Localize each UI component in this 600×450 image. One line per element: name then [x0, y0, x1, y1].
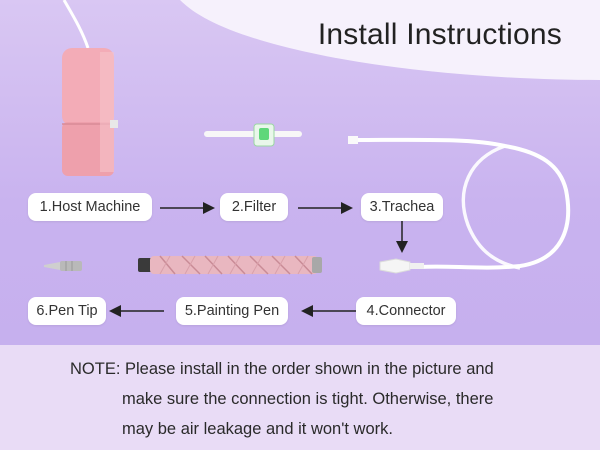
host-machine-image	[62, 48, 118, 176]
pen-tip-image	[44, 261, 82, 271]
step-pen-tip-label: 6.Pen Tip	[28, 297, 106, 325]
painting-pen-image	[138, 255, 322, 275]
step-painting-pen-label: 5.Painting Pen	[176, 297, 288, 325]
note-line-3: may be air leakage and it won't work.	[122, 420, 393, 438]
note-band	[0, 345, 600, 450]
connector-image	[379, 258, 424, 274]
step-filter-label: 2.Filter	[220, 193, 288, 221]
step-connector-label: 4.Connector	[356, 297, 456, 325]
trachea-image	[348, 136, 571, 270]
header-curve	[180, 0, 600, 80]
page-title: Install Instructions	[317, 18, 562, 51]
filter-image	[204, 123, 302, 147]
note-line-1: NOTE: Please install in the order shown …	[70, 360, 494, 378]
step-host-machine-label: 1.Host Machine	[28, 193, 152, 221]
step-trachea-label: 3.Trachea	[361, 193, 443, 221]
note-line-2: make sure the connection is tight. Other…	[122, 390, 494, 408]
host-cable	[62, 0, 90, 49]
